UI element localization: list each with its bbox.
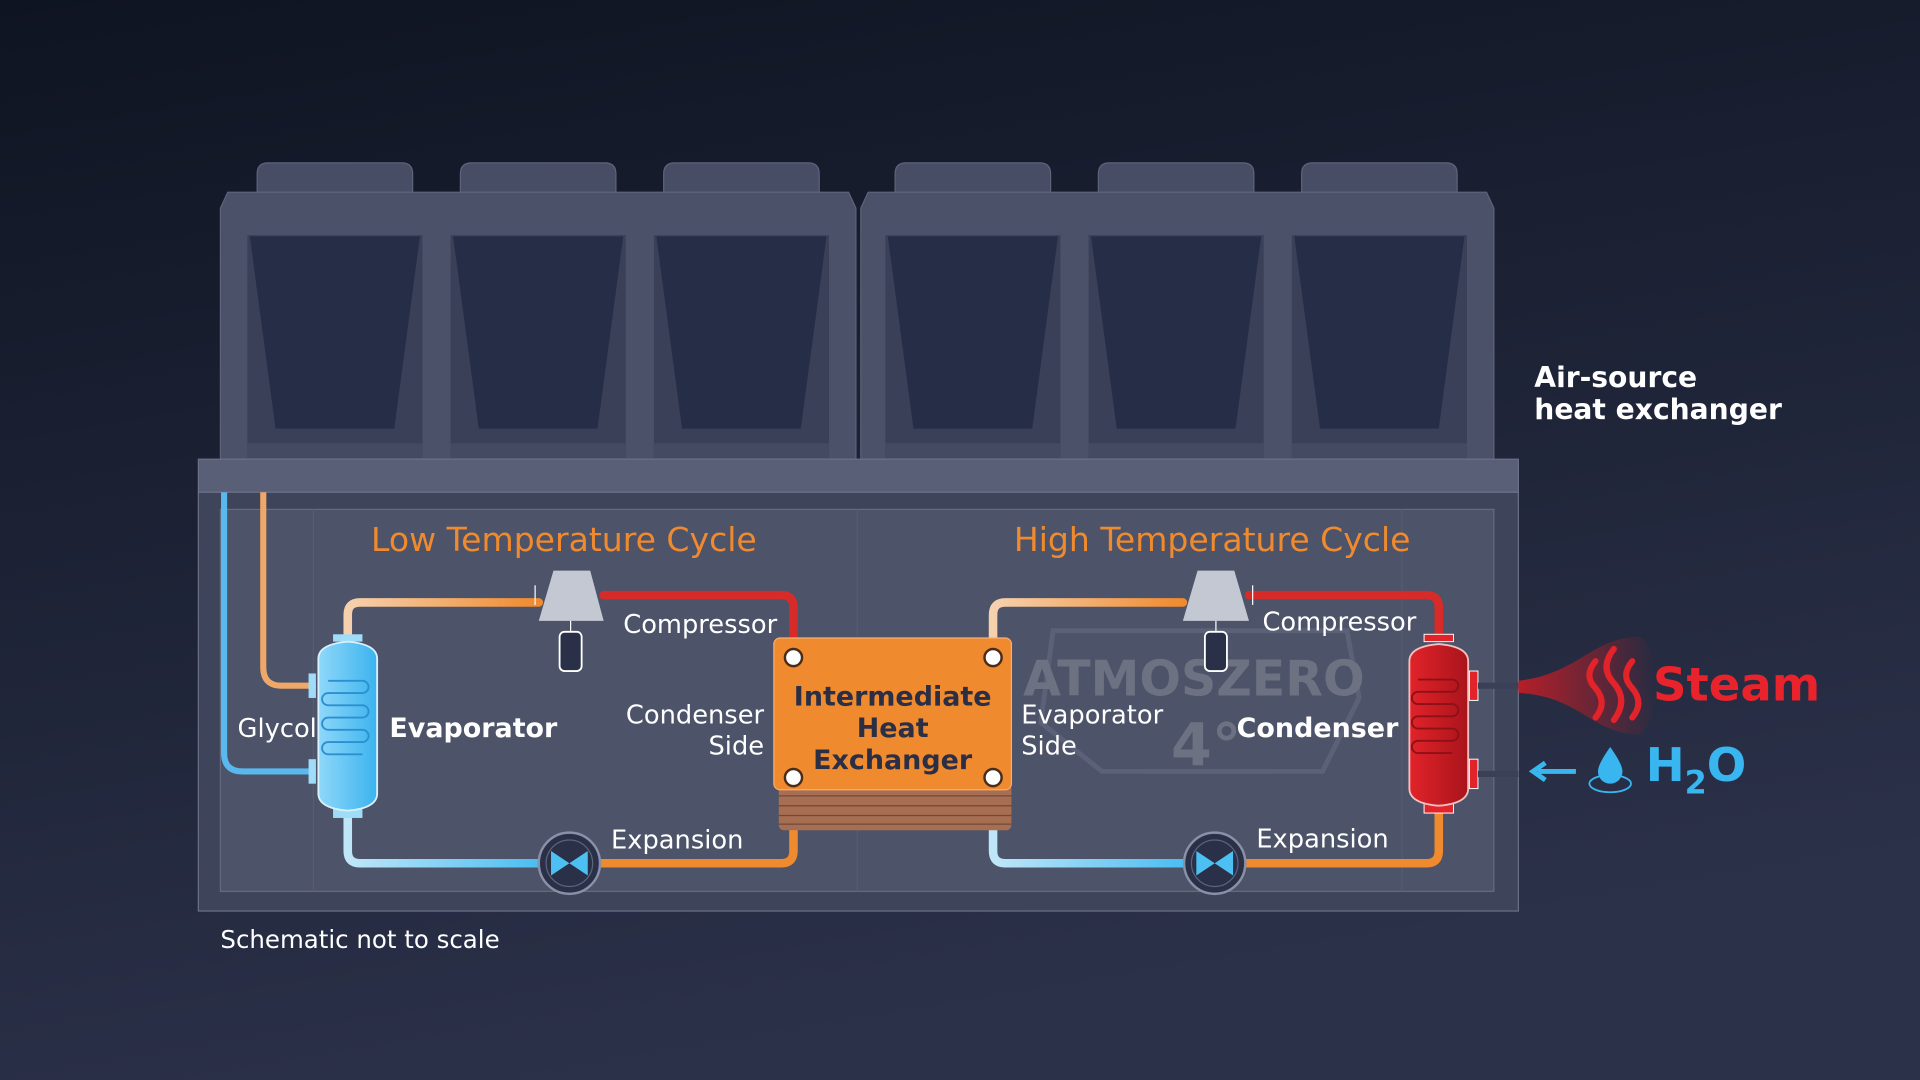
expansion-low-label: Expansion — [611, 826, 743, 856]
evaporator-tank — [308, 634, 379, 818]
fan-panel — [450, 235, 626, 458]
condenser-side-label: Condenser — [626, 701, 765, 731]
evaporator-side-label: Side — [1021, 731, 1077, 761]
evaporator-side-label: Evaporator — [1021, 701, 1163, 731]
high-cycle-pipes — [988, 590, 1444, 868]
condenser-side-label: Side — [708, 731, 764, 761]
low-cycle-pipes — [343, 590, 798, 868]
air-source-heat-exchanger — [197, 162, 1519, 493]
expansion-valve-high — [1182, 831, 1247, 896]
evaporator-label: Evaporator — [389, 713, 558, 744]
svg-text:Exchanger: Exchanger — [813, 745, 973, 776]
glycol-pipes — [221, 492, 316, 775]
condenser-label: Condenser — [1237, 713, 1399, 744]
low-cycle-title: Low Temperature Cycle — [371, 520, 757, 559]
compressor-high-label: Compressor — [1262, 608, 1416, 638]
fan-panel — [1088, 235, 1264, 458]
fan-panel — [247, 235, 423, 458]
svg-text:ATMOSZERO: ATMOSZERO — [1023, 651, 1364, 708]
fan-panel — [885, 235, 1061, 458]
compressor-high — [1182, 570, 1254, 672]
compressor-low — [534, 570, 604, 672]
expansion-valve-low — [537, 831, 602, 896]
water-drop-icon — [1588, 746, 1632, 794]
steam-icon — [1586, 645, 1642, 724]
glycol-label: Glycol — [238, 714, 317, 744]
footnote: Schematic not to scale — [220, 925, 499, 954]
compressor-low-label: Compressor — [623, 610, 777, 640]
svg-text:Intermediate: Intermediate — [794, 681, 992, 712]
fan-panel — [653, 235, 829, 458]
water-input: H2O — [1528, 738, 1747, 801]
svg-text:H2O: H2O — [1646, 738, 1747, 801]
intermediate-heat-exchanger: Intermediate Heat Exchanger — [773, 637, 1013, 831]
air-source-label: heat exchanger — [1534, 393, 1782, 426]
fan-panel — [1291, 235, 1467, 458]
svg-text:4°: 4° — [1171, 710, 1241, 779]
condenser-tank — [1408, 633, 1519, 814]
atmoszero-watermark: ATMOSZERO 4° — [1023, 628, 1365, 779]
svg-text:Heat: Heat — [857, 713, 929, 744]
arrow-left-icon — [1528, 760, 1576, 783]
air-source-label: Air-source — [1534, 361, 1697, 394]
svg-text:Steam: Steam — [1653, 657, 1820, 711]
steam-output: Steam — [1518, 636, 1820, 735]
high-cycle-title: High Temperature Cycle — [1014, 520, 1411, 559]
expansion-high-label: Expansion — [1256, 824, 1388, 854]
